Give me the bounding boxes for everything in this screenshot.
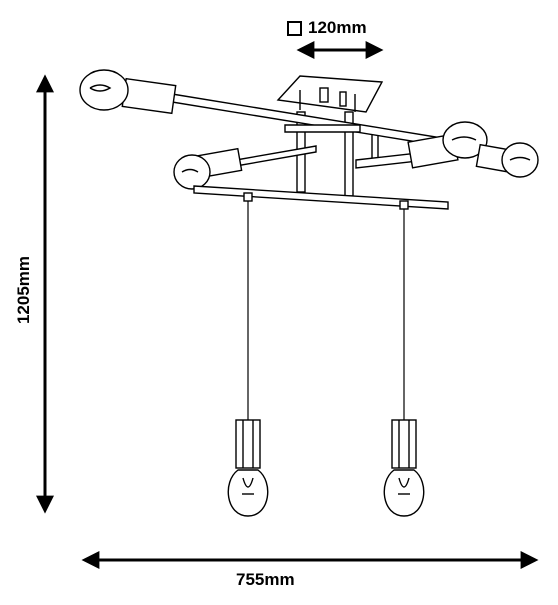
right-arm	[355, 121, 539, 178]
lower-bar	[193, 185, 449, 210]
base-size-text: 120mm	[308, 18, 367, 37]
height-dimension-label: 1205mm	[14, 255, 33, 325]
square-icon	[287, 20, 302, 36]
upper-arm	[171, 93, 443, 147]
middle-arm	[173, 145, 317, 190]
pendant-right	[383, 419, 425, 517]
base-dimension-label: 120mm	[287, 18, 367, 38]
bulb-top-left	[79, 69, 177, 115]
width-dimension-label: 755mm	[236, 570, 295, 589]
pendant-left	[227, 419, 269, 517]
ceiling-base	[276, 75, 384, 113]
pendant-cords	[247, 201, 405, 420]
